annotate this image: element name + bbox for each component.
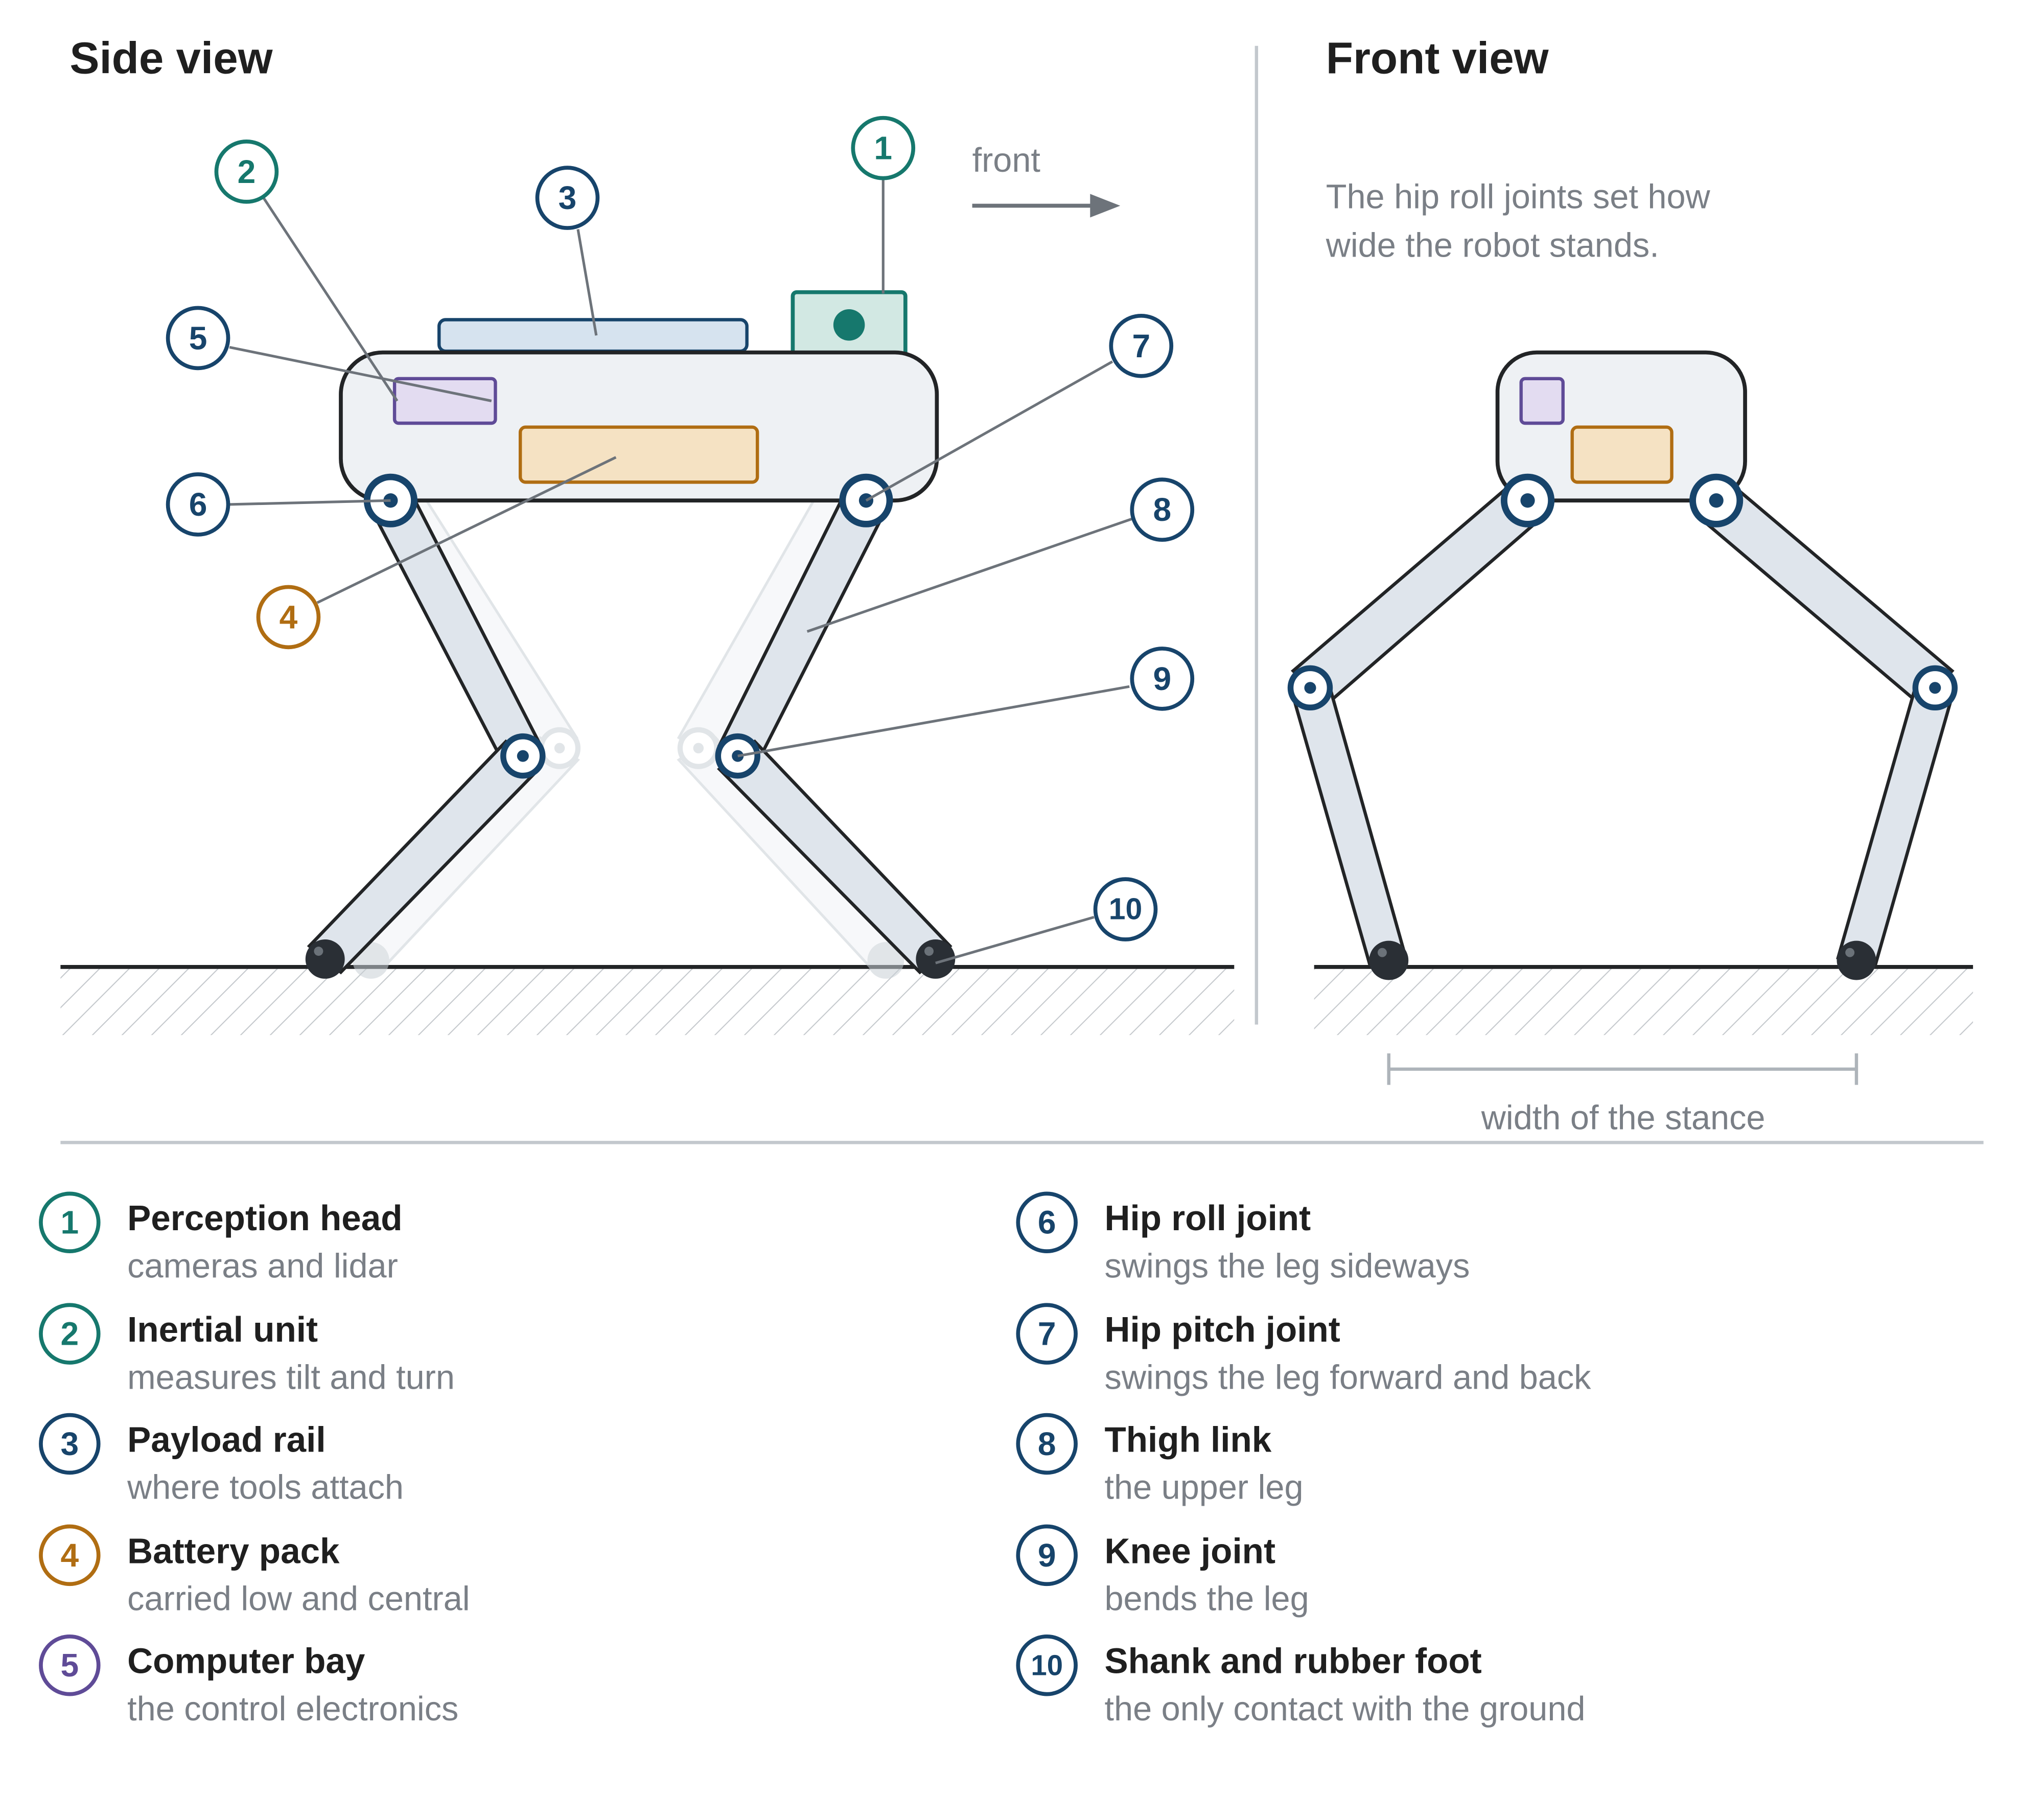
badge-10: 10 xyxy=(1093,877,1158,941)
svg-text:3: 3 xyxy=(61,1425,79,1462)
front-view-title: Front view xyxy=(1326,34,1549,83)
side-view-title: Side view xyxy=(69,34,272,83)
computer-bay xyxy=(392,377,497,425)
legend-item-8: 8 Thigh link the upper leg xyxy=(1016,1413,1304,1507)
badge-1: 1 xyxy=(851,116,916,180)
svg-text:swings the leg sideways: swings the leg sideways xyxy=(1105,1247,1470,1285)
svg-text:6: 6 xyxy=(1038,1204,1056,1241)
svg-text:6: 6 xyxy=(189,486,207,523)
legend-item-9: 9 Knee joint bends the leg xyxy=(1016,1524,1309,1618)
svg-text:Computer bay: Computer bay xyxy=(127,1641,365,1681)
svg-text:Inertial unit: Inertial unit xyxy=(127,1309,318,1349)
svg-text:2: 2 xyxy=(61,1316,79,1352)
svg-text:swings the leg forward and bac: swings the leg forward and back xyxy=(1105,1359,1592,1396)
hip-roll-joint-left xyxy=(1500,473,1555,527)
svg-text:Knee joint: Knee joint xyxy=(1105,1531,1276,1571)
svg-text:cameras and lidar: cameras and lidar xyxy=(127,1247,398,1285)
front-arrow-label: front xyxy=(972,142,1041,179)
svg-text:10: 10 xyxy=(1109,893,1143,926)
knee-joint-rear xyxy=(500,733,546,779)
front-ground xyxy=(1314,965,1973,1035)
knee-joint-right-front xyxy=(1912,665,1958,711)
svg-text:Hip pitch joint: Hip pitch joint xyxy=(1105,1309,1340,1349)
svg-text:3: 3 xyxy=(559,179,577,216)
ghost-legs xyxy=(349,489,907,979)
badge-5: 5 xyxy=(166,306,230,371)
svg-text:carried low and central: carried low and central xyxy=(127,1580,470,1618)
battery-pack-front xyxy=(1570,425,1674,484)
leader-lines xyxy=(229,179,1133,964)
legend-item-10: 10 Shank and rubber foot the only contac… xyxy=(1016,1634,1586,1728)
badge-2: 2 xyxy=(214,140,279,204)
payload-rail xyxy=(437,318,749,353)
foot-front xyxy=(916,939,956,979)
legend-item-3: 3 Payload rail where tools attach xyxy=(39,1413,404,1507)
svg-text:9: 9 xyxy=(1153,660,1171,697)
svg-text:9: 9 xyxy=(1038,1537,1056,1574)
stance-label: width of the stance xyxy=(1481,1099,1766,1137)
legend: 1 Perception head cameras and lidar 2 In… xyxy=(39,1191,1592,1728)
svg-text:4: 4 xyxy=(280,599,298,635)
svg-text:the only contact with the grou: the only contact with the ground xyxy=(1105,1690,1586,1728)
side-ground xyxy=(60,965,1235,1035)
svg-text:1: 1 xyxy=(61,1204,79,1241)
svg-text:8: 8 xyxy=(1038,1425,1056,1462)
svg-text:2: 2 xyxy=(238,153,256,190)
svg-text:Shank and rubber foot: Shank and rubber foot xyxy=(1105,1641,1482,1681)
svg-text:5: 5 xyxy=(189,319,207,356)
knee-joint-left-front xyxy=(1287,665,1333,711)
svg-text:7: 7 xyxy=(1132,328,1150,364)
svg-text:Thigh link: Thigh link xyxy=(1105,1419,1272,1459)
front-arrow-icon xyxy=(972,194,1121,218)
front-note-line1: The hip roll joints set how xyxy=(1326,178,1711,216)
badge-4: 4 xyxy=(256,585,321,650)
svg-text:the upper leg: the upper leg xyxy=(1105,1469,1304,1507)
badge-3: 3 xyxy=(535,166,600,230)
perception-head xyxy=(791,290,908,361)
hip-roll-joint-right xyxy=(1689,473,1744,527)
svg-text:measures tilt and turn: measures tilt and turn xyxy=(127,1359,455,1396)
computer-bay-front xyxy=(1519,377,1565,425)
battery-pack xyxy=(518,425,759,484)
legend-item-1: 1 Perception head cameras and lidar xyxy=(39,1191,403,1285)
svg-text:5: 5 xyxy=(61,1647,79,1684)
badge-6: 6 xyxy=(166,472,230,537)
svg-text:Battery pack: Battery pack xyxy=(127,1531,340,1571)
svg-text:the control electronics: the control electronics xyxy=(127,1690,458,1728)
badge-7: 7 xyxy=(1109,313,1174,378)
svg-text:where tools attach: where tools attach xyxy=(127,1469,404,1507)
legend-item-2: 2 Inertial unit measures tilt and turn xyxy=(39,1303,455,1396)
svg-text:1: 1 xyxy=(874,130,892,167)
svg-text:7: 7 xyxy=(1038,1316,1056,1352)
foot-rear xyxy=(305,939,345,979)
front-right-leg xyxy=(1695,482,1956,969)
svg-text:4: 4 xyxy=(61,1537,79,1574)
legend-item-5: 5 Computer bay the control electronics xyxy=(39,1634,458,1728)
svg-text:Perception head: Perception head xyxy=(127,1198,402,1238)
badge-9: 9 xyxy=(1130,647,1195,711)
legend-item-6: 6 Hip roll joint swings the leg sideways xyxy=(1016,1191,1470,1285)
svg-text:8: 8 xyxy=(1153,491,1171,528)
badge-8: 8 xyxy=(1130,477,1195,542)
front-note-line2: wide the robot stands. xyxy=(1326,226,1659,264)
svg-text:10: 10 xyxy=(1031,1649,1063,1682)
svg-text:bends the leg: bends the leg xyxy=(1105,1580,1309,1618)
front-left-leg xyxy=(1290,482,1546,969)
legend-item-4: 4 Battery pack carried low and central xyxy=(39,1524,470,1618)
svg-text:Payload rail: Payload rail xyxy=(127,1419,326,1459)
legend-item-7: 7 Hip pitch joint swings the leg forward… xyxy=(1016,1303,1592,1396)
foot-left-front xyxy=(1369,940,1409,980)
svg-text:Hip roll joint: Hip roll joint xyxy=(1105,1198,1311,1238)
foot-right-front xyxy=(1837,940,1876,980)
stance-dimension xyxy=(1387,1053,1859,1085)
